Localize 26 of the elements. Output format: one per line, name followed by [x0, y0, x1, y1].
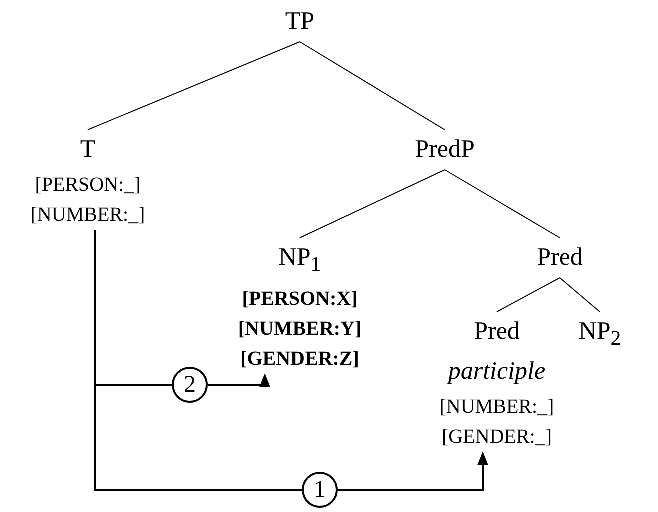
feature-label: [NUMBER:_] [30, 203, 146, 228]
connector-line [94, 230, 302, 491]
feature-label: [PERSON:X] [242, 287, 358, 312]
circled-number: 2 [172, 367, 208, 403]
feature-label: [GENDER:_] [442, 425, 552, 450]
category-label: Pred [537, 243, 583, 273]
circled-number: 1 [302, 472, 338, 508]
category-label: T [80, 135, 96, 165]
feature-label: [NUMBER:_] [440, 395, 554, 420]
feature-label: [PERSON:_] [35, 173, 141, 198]
category-label: PredP [415, 135, 475, 165]
tree-branch [300, 42, 446, 130]
category-label: TP [285, 7, 315, 37]
tree-branch [444, 170, 560, 238]
category-label: NP$_{1}$ [278, 243, 322, 278]
category-label: Pred [474, 317, 520, 347]
word-class-label: participle [448, 357, 546, 387]
feature-label: [GENDER:Z] [240, 347, 360, 372]
tree-branch [496, 278, 560, 312]
tree-branch [88, 42, 300, 130]
feature-label: [NUMBER:Y] [238, 317, 362, 342]
arrow [208, 374, 271, 388]
arrow [338, 452, 489, 491]
tree-branch [300, 170, 446, 238]
category-label: NP$_{2}$ [578, 317, 622, 352]
tree-branch [560, 278, 600, 312]
